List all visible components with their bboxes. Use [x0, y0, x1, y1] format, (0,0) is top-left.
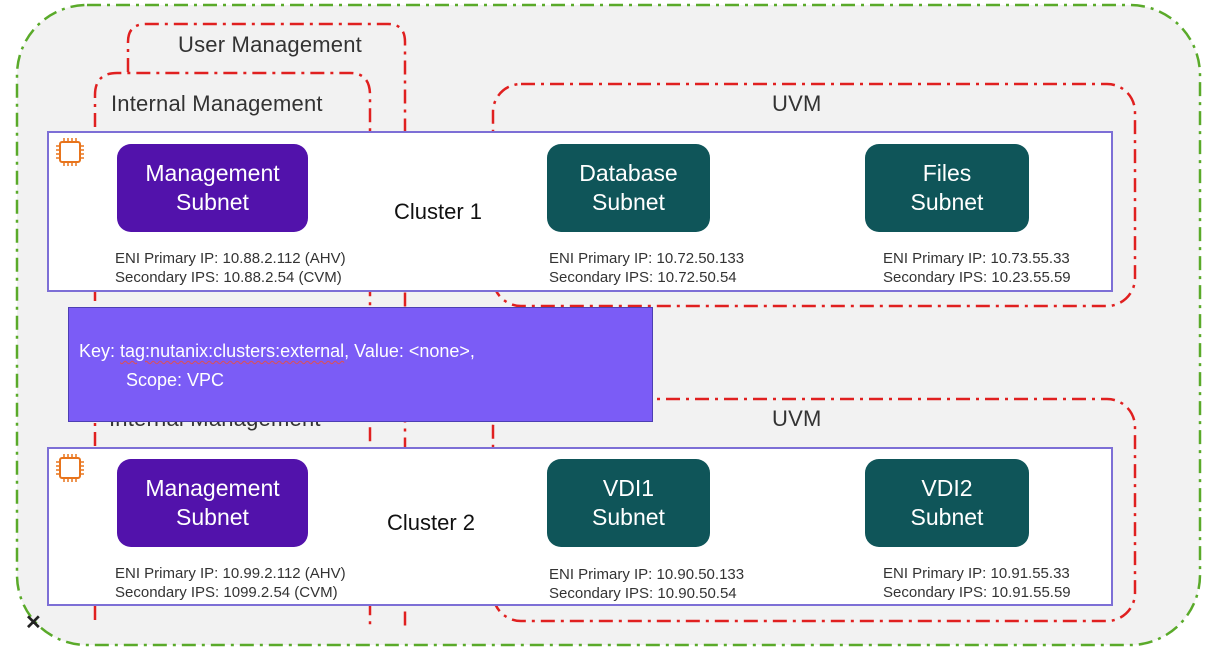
management-secondary-ip-2: Secondary IPS: 1099.2.54 (CVM)	[115, 584, 338, 601]
subnet-line1: Database	[579, 160, 678, 186]
subnet-line1: VDI2	[921, 475, 973, 501]
cluster-2-name: Cluster 2	[387, 510, 476, 535]
uvm-label-2: UVM	[772, 406, 822, 431]
chip-icon	[56, 138, 84, 166]
subnet-line2: Subnet	[592, 189, 665, 215]
subnet-line1: VDI1	[602, 475, 655, 501]
internal-management-label: Internal Management	[109, 91, 325, 117]
database-primary-ip: ENI Primary IP: 10.72.50.133	[549, 250, 745, 267]
tag-key-line: Key: tag:nutanix:clusters:external, Valu…	[79, 341, 475, 362]
cluster-1-box: Management Subnet Cluster 1 Database Sub…	[47, 131, 1113, 292]
internal-management-zone	[93, 71, 372, 630]
close-icon[interactable]: ✕	[25, 612, 42, 634]
vdi2-secondary-ip: Secondary IPS: 10.91.55.59	[883, 584, 1071, 601]
subnet-line1: Files	[922, 160, 972, 186]
files-primary-ip: ENI Primary IP: 10.73.55.33	[883, 250, 1070, 267]
subnet-line2: Subnet	[910, 504, 984, 530]
subnet-line2: Subnet	[176, 189, 249, 215]
chip-icon	[56, 454, 84, 482]
cluster-2-box: Management Subnet Cluster 2 VDI1 Subnet …	[47, 447, 1113, 606]
management-primary-ip-1: ENI Primary IP: 10.88.2.112 (AHV)	[115, 250, 346, 267]
database-secondary-ip: Secondary IPS: 10.72.50.54	[549, 269, 737, 286]
files-subnet: Files Subnet	[865, 144, 1029, 232]
tag-key-callout: Key: tag:nutanix:clusters:external, Valu…	[68, 307, 653, 422]
subnet-line1: Management	[145, 475, 280, 501]
management-subnet-2: Management Subnet	[117, 459, 308, 547]
cluster-1-name: Cluster 1	[394, 199, 483, 224]
management-subnet-1: Management Subnet	[117, 144, 308, 232]
key-value: , Value: <none>,	[344, 341, 475, 361]
vdi1-secondary-ip: Secondary IPS: 10.90.50.54	[549, 585, 737, 602]
subnet-line2: Subnet	[592, 504, 665, 530]
vdi1-primary-ip: ENI Primary IP: 10.90.50.133	[549, 566, 745, 583]
user-management-label: User Management	[178, 32, 362, 57]
database-subnet: Database Subnet	[547, 144, 710, 232]
key-tag-name: tag:nutanix:clusters:external	[120, 341, 345, 361]
subnet-line2: Subnet	[176, 504, 249, 530]
subnet-line2: Subnet	[910, 189, 984, 215]
user-management-zone	[126, 22, 407, 630]
key-prefix: Key:	[79, 341, 121, 361]
vdi1-subnet: VDI1 Subnet	[547, 459, 710, 547]
uvm-zone-1	[491, 82, 1137, 308]
uvm-zone-2	[491, 397, 1137, 623]
vdi2-primary-ip: ENI Primary IP: 10.91.55.33	[883, 565, 1070, 582]
management-secondary-ip-1: Secondary IPS: 10.88.2.54 (CVM)	[115, 269, 342, 286]
uvm-label-1: UVM	[772, 91, 822, 116]
management-primary-ip-2: ENI Primary IP: 10.99.2.112 (AHV)	[115, 565, 346, 582]
tag-scope-line: Scope: VPC	[126, 370, 225, 390]
files-secondary-ip: Secondary IPS: 10.23.55.59	[883, 269, 1071, 286]
vdi2-subnet: VDI2 Subnet	[865, 459, 1029, 547]
subnet-line1: Management	[145, 160, 280, 186]
